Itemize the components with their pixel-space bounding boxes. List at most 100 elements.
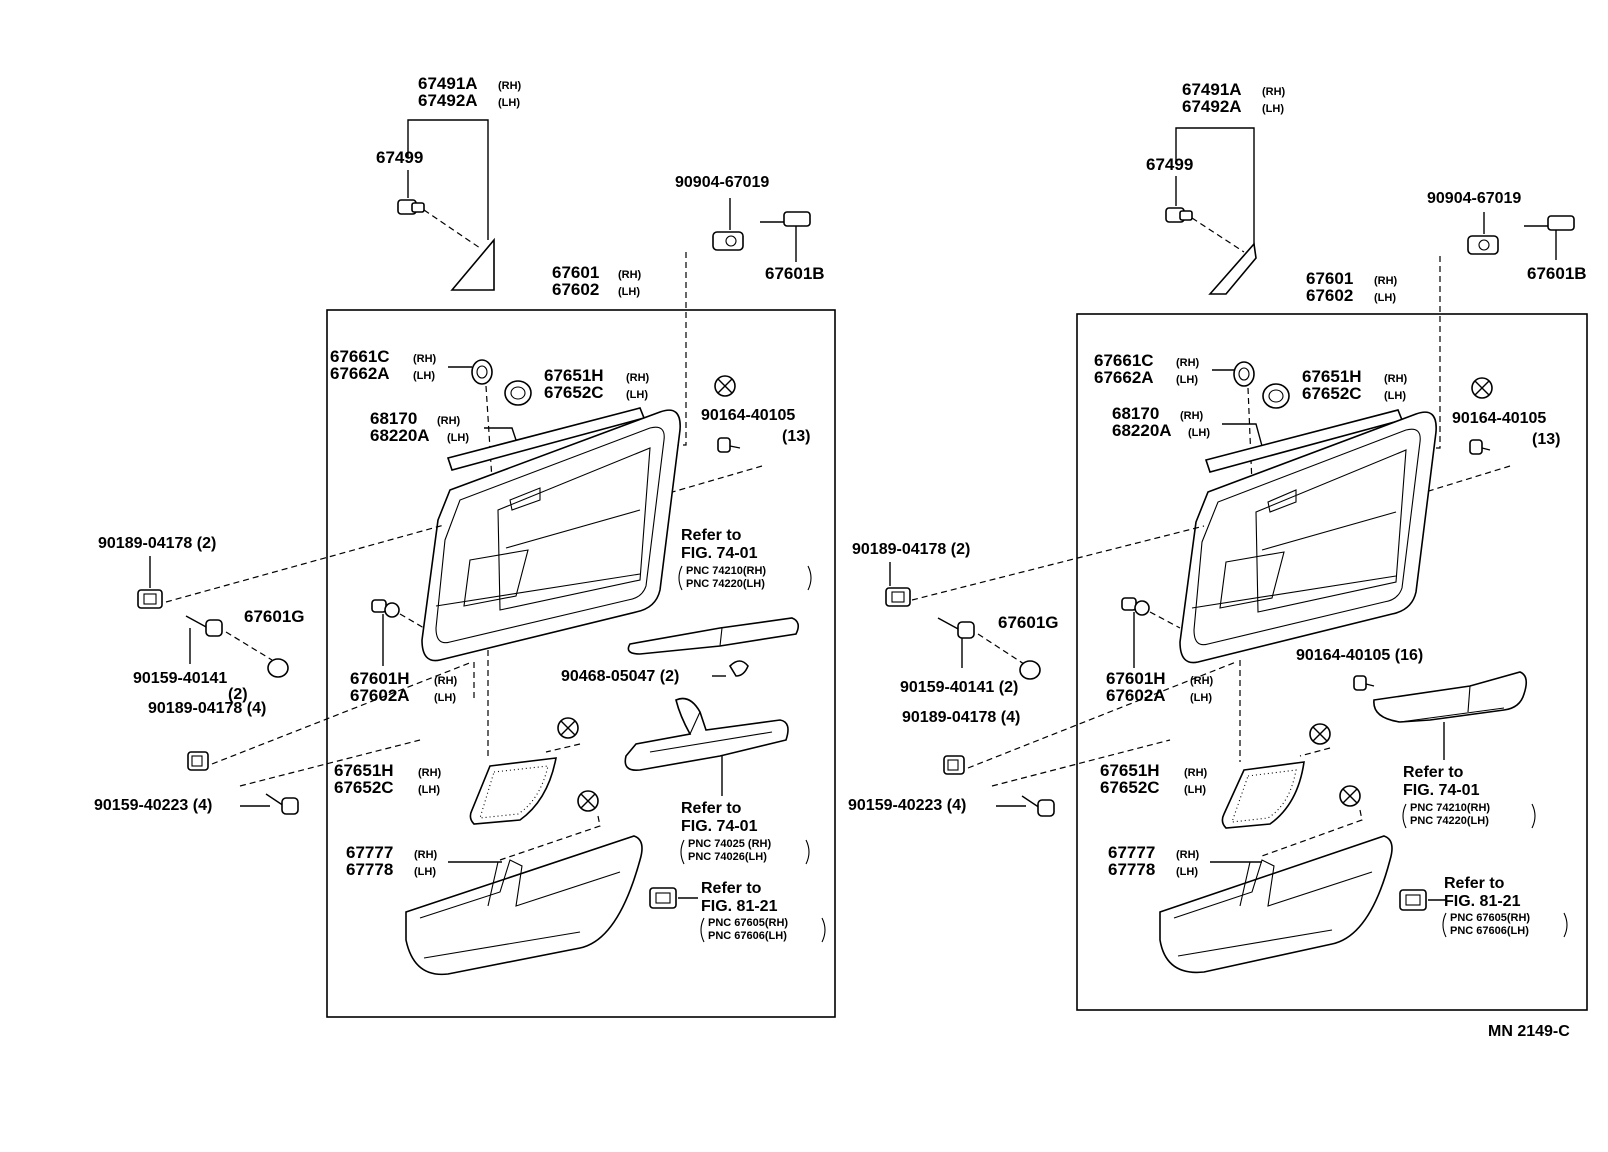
- label-67499: 67499: [1146, 155, 1193, 174]
- label-68170: 68170: [370, 409, 417, 428]
- label-rh: (RH): [618, 269, 642, 281]
- label-lh: (LH): [1184, 784, 1206, 796]
- paren-left: [680, 839, 685, 865]
- label-67651H: 67651H: [334, 761, 394, 780]
- label-67491A: 67491A: [418, 74, 478, 93]
- dash-90164: [1249, 465, 1511, 547]
- label-pnc-74220: PNC 74220(LH): [686, 578, 765, 590]
- label-90468-05047: 90468-05047 (2): [561, 668, 679, 685]
- label-lh: (LH): [1176, 866, 1198, 878]
- label-refer-to: Refer to: [1444, 875, 1505, 892]
- label-lh: (LH): [626, 389, 648, 401]
- label-90189-04178-2: 90189-04178 (2): [98, 535, 216, 552]
- dash-67661C: [1247, 387, 1253, 485]
- label-67651H: 67651H: [1302, 367, 1362, 386]
- label-lh: (LH): [1374, 292, 1396, 304]
- paren-right: [821, 917, 826, 943]
- label-refer-to: Refer to: [701, 880, 762, 897]
- dash-90189-b: [967, 661, 1237, 769]
- leader-67491A: [407, 119, 489, 240]
- label-67601H: 67601H: [1106, 669, 1166, 688]
- paren-right: [1531, 803, 1536, 829]
- label-rh: (RH): [498, 80, 522, 92]
- diagram-code: MN 2149-C: [1488, 1023, 1570, 1040]
- label-pnc-74220: PNC 74220(LH): [1410, 815, 1489, 827]
- label-90164-40105: 90164-40105: [1452, 410, 1546, 427]
- clip-symbol-icon: [1471, 377, 1493, 399]
- label-67652C: 67652C: [1302, 384, 1362, 403]
- label-rh: (RH): [1262, 86, 1286, 98]
- label-lh: (LH): [414, 866, 436, 878]
- dash-67499: [1191, 217, 1245, 253]
- leader-68170: [1222, 423, 1263, 447]
- label-rh: (RH): [1184, 767, 1208, 779]
- label-68220A: 68220A: [370, 426, 430, 445]
- armrest-base-icon: [624, 697, 789, 772]
- label-90189-04178-2: 90189-04178 (2): [852, 541, 970, 558]
- grommet-67601G-icon: [267, 658, 289, 678]
- label-pnc-74210: PNC 74210(RH): [686, 565, 766, 577]
- clip-90189-a-icon: [885, 587, 911, 607]
- switch-bezel-icon: [649, 887, 677, 909]
- dash-clip-bottom: [499, 815, 601, 861]
- label-67777: 67777: [346, 843, 393, 862]
- dash-67601H: [1149, 611, 1181, 629]
- dash-90189-a: [165, 524, 445, 603]
- clip-90164-16-icon: [1353, 675, 1375, 691]
- label-67651H: 67651H: [1100, 761, 1160, 780]
- clip-symbol-icon: [1309, 723, 1331, 745]
- clip-symbol-icon: [577, 790, 599, 812]
- label-67662A: 67662A: [330, 364, 390, 383]
- dash-clip-bottom: [1261, 809, 1363, 857]
- label-67661C: 67661C: [330, 347, 390, 366]
- label-fig-81-21: FIG. 81-21: [1444, 893, 1521, 910]
- label-90159-40223-4: 90159-40223 (4): [94, 797, 212, 814]
- clip-symbol-icon: [714, 375, 736, 397]
- panel-left: 67491A (RH) 67492A (LH) 67499 90904-6701…: [94, 74, 836, 1018]
- label-rh: (RH): [1176, 357, 1200, 369]
- panel-right: 67491A (RH) 67492A (LH) 67499 90904-6701…: [848, 80, 1588, 1011]
- bracket-90904-icon: [1467, 235, 1499, 255]
- label-67601: 67601: [1306, 269, 1353, 288]
- label-90159-40223-4: 90159-40223 (4): [848, 797, 966, 814]
- frame-right: [1076, 313, 1588, 1011]
- label-67652C: 67652C: [544, 383, 604, 402]
- label-fig-74-01: FIG. 74-01: [681, 818, 758, 835]
- label-67602A: 67602A: [350, 686, 410, 705]
- label-90189-04178-4: 90189-04178 (4): [148, 700, 266, 717]
- dash-90159-b: [991, 739, 1171, 787]
- label-pnc-74026: PNC 74026(LH): [688, 851, 767, 863]
- label-lh: (LH): [1188, 427, 1210, 439]
- armrest-pad-icon: [1373, 671, 1528, 723]
- label-rh: (RH): [626, 372, 650, 384]
- dash-67661C: [485, 385, 493, 481]
- label-lh: (LH): [1262, 103, 1284, 115]
- label-rh: (RH): [1190, 675, 1214, 687]
- armrest-pad-icon: [627, 617, 800, 655]
- clip-67601H-icon: [1121, 597, 1150, 616]
- dash-67601H: [399, 613, 425, 629]
- label-qty-2: (2): [228, 686, 248, 703]
- dash-90189-b: [211, 661, 473, 765]
- label-67492A: 67492A: [418, 91, 478, 110]
- label-67602A: 67602A: [1106, 686, 1166, 705]
- clip-90164-icon: [1469, 439, 1491, 455]
- dash-67499: [423, 209, 481, 249]
- label-67601B: 67601B: [1527, 264, 1587, 283]
- screw-90159-a-icon: [185, 615, 223, 637]
- label-pnc-67606: PNC 67606(LH): [708, 930, 787, 942]
- dash-clip: [545, 743, 581, 753]
- label-67777: 67777: [1108, 843, 1155, 862]
- label-67601: 67601: [552, 263, 599, 282]
- label-67778: 67778: [346, 860, 393, 879]
- screw-90159-b-icon: [265, 793, 299, 815]
- label-pnc-67605: PNC 67605(RH): [708, 917, 788, 929]
- dash-90159-a: [977, 633, 1025, 665]
- clip-90189-b-icon: [187, 751, 209, 771]
- screw-90159-a-icon: [937, 617, 975, 639]
- screw-67601B-icon: [1524, 215, 1575, 231]
- clip-67661C-icon: [1233, 361, 1255, 387]
- label-90904-67019: 90904-67019: [675, 174, 769, 191]
- label-rh: (RH): [1180, 410, 1204, 422]
